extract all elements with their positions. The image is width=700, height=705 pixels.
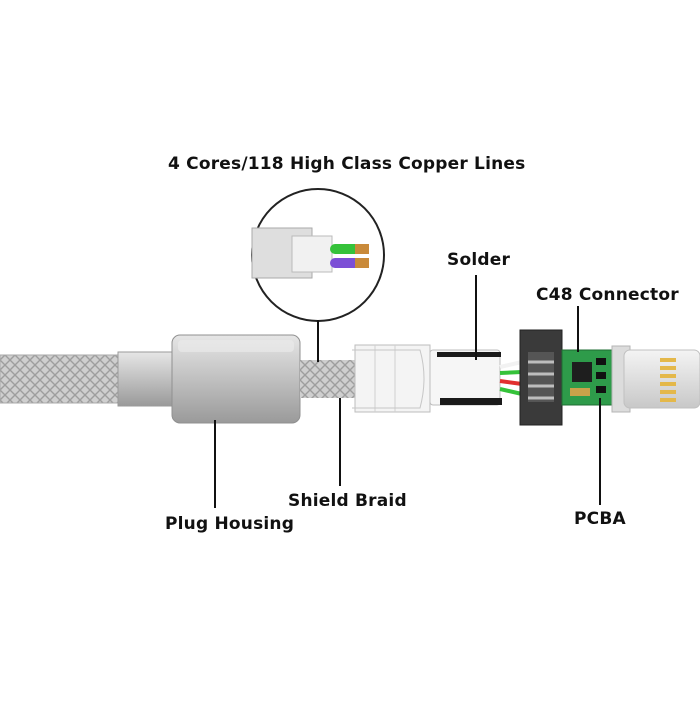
- plug-housing-label: Plug Housing: [165, 514, 295, 534]
- solder-label: Solder: [447, 250, 511, 270]
- braided-cable: [0, 355, 125, 403]
- c48-connector: [519, 329, 563, 426]
- copper-lines-label: 4 Cores/118 High Class Copper Lines: [168, 154, 526, 174]
- shield-braid-label: Shield Braid: [288, 491, 407, 511]
- shield-braid: [300, 360, 360, 398]
- leader-lines: [214, 275, 601, 508]
- inner-mold: [352, 344, 431, 413]
- pcba-label: PCBA: [574, 509, 626, 529]
- plug-housing: [117, 334, 301, 424]
- pcba-board: [561, 349, 613, 406]
- copper-lines-magnifier: [251, 188, 385, 322]
- connector-wires: [499, 360, 523, 396]
- lightning-plug: [611, 345, 700, 413]
- solder-block: [429, 349, 502, 406]
- c48-connector-label: C48 Connector: [536, 285, 679, 305]
